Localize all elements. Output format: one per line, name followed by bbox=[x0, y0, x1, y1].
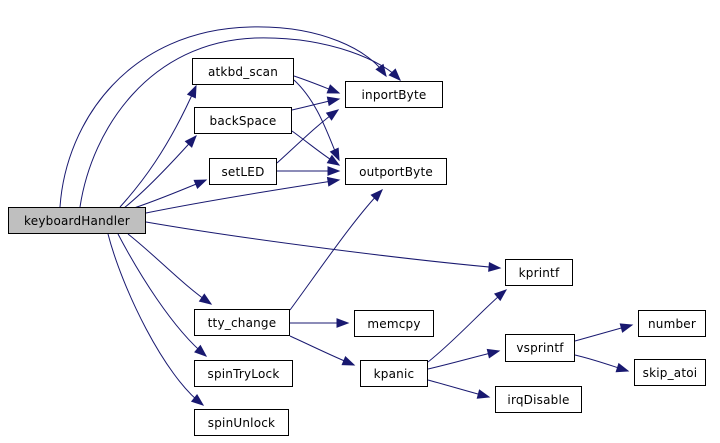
arrowhead-keyboardHandler-to-spinUnlock bbox=[190, 393, 205, 406]
node-inportByte[interactable]: inportByte bbox=[345, 81, 443, 108]
node-keyboardHandler[interactable]: keyboardHandler bbox=[8, 207, 146, 234]
edge-keyboardHandler-to-tty_change bbox=[127, 233, 212, 305]
arrowhead-keyboardHandler-to-tty_change bbox=[198, 293, 213, 305]
node-label: keyboardHandler bbox=[24, 213, 130, 228]
node-label: tty_change bbox=[207, 315, 277, 330]
arrowhead-keyboardHandler-to-outportByte bbox=[326, 176, 341, 187]
node-label: spinTryLock bbox=[207, 366, 280, 381]
node-label: irqDisable bbox=[507, 392, 570, 407]
node-label: inportByte bbox=[361, 87, 427, 102]
edge-keyboardHandler-to-inportByte bbox=[59, 26, 387, 208]
node-setLED[interactable]: setLED bbox=[209, 158, 277, 185]
node-kprintf[interactable]: kprintf bbox=[505, 259, 573, 286]
arrowhead-tty_change-to-memcpy bbox=[336, 318, 350, 328]
node-skip_atoi[interactable]: skip_atoi bbox=[634, 359, 706, 386]
arrowhead-atkbd_scan-to-outportByte bbox=[329, 147, 340, 162]
arrowhead-backSpace-to-outportByte bbox=[326, 154, 341, 166]
node-label: vsprintf bbox=[516, 341, 564, 355]
arrowhead-keyboardHandler-to-backSpace bbox=[184, 134, 197, 148]
node-label: kpanic bbox=[373, 366, 415, 381]
arrowhead-kpanic-to-irqDisable bbox=[476, 389, 491, 399]
node-irqDisable[interactable]: irqDisable bbox=[495, 386, 582, 413]
node-memcpy[interactable]: memcpy bbox=[354, 310, 434, 337]
edge-keyboardHandler-to-kprintf bbox=[145, 221, 501, 269]
arrowhead-vsprintf-to-number bbox=[619, 323, 634, 333]
arrowhead-tty_change-to-outportByte bbox=[370, 188, 383, 202]
arrowhead-setLED-to-inportByte bbox=[325, 109, 340, 121]
edge-keyboardHandler-to-backSpace bbox=[123, 135, 197, 209]
arrowhead-kpanic-to-vsprintf bbox=[486, 348, 501, 359]
arrowhead-setLED-to-outportByte bbox=[327, 166, 341, 176]
node-number[interactable]: number bbox=[638, 310, 706, 337]
arrowhead-keyboardHandler-to-setLED bbox=[193, 179, 208, 189]
arrowhead-keyboardHandler-to-inportByte bbox=[375, 63, 387, 78]
node-backSpace[interactable]: backSpace bbox=[194, 107, 292, 134]
edge-tty_change-to-outportByte bbox=[289, 189, 383, 311]
arrowhead-keyboardHandler-to-atkbd_scan bbox=[186, 84, 197, 99]
arrowhead-kpanic-to-kprintf bbox=[494, 289, 508, 302]
arrowhead-vsprintf-to-skip_atoi bbox=[615, 362, 630, 373]
node-label: skip_atoi bbox=[642, 365, 698, 380]
node-tty_change[interactable]: tty_change bbox=[194, 309, 290, 336]
node-label: outportByte bbox=[359, 164, 433, 179]
node-label: setLED bbox=[221, 164, 265, 179]
edge-keyboardHandler-to-spinUnlock bbox=[107, 233, 204, 406]
node-kpanic[interactable]: kpanic bbox=[360, 360, 428, 387]
arrowhead-atkbd_scan-to-inportByte bbox=[326, 84, 341, 94]
edge-keyboardHandler-to-spinTryLock bbox=[117, 233, 207, 357]
node-label: atkbd_scan bbox=[207, 64, 279, 79]
node-label: kprintf bbox=[518, 265, 560, 280]
edge-keyboardHandler-to-outportByte bbox=[145, 179, 340, 214]
node-spinTryLock[interactable]: spinTryLock bbox=[194, 360, 293, 387]
edge-keyboardHandler-to-atkbd_scan bbox=[119, 85, 197, 208]
node-label: number bbox=[647, 316, 697, 331]
node-outportByte[interactable]: outportByte bbox=[345, 158, 447, 185]
arrowhead-tty_change-to-kpanic bbox=[341, 356, 356, 366]
node-label: spinUnlock bbox=[207, 415, 276, 430]
arrowhead-keyboardHandler-to-inportByte bbox=[388, 68, 401, 82]
arrowhead-keyboardHandler-to-spinTryLock bbox=[194, 344, 208, 357]
node-spinUnlock[interactable]: spinUnlock bbox=[194, 409, 289, 436]
edge-keyboardHandler-to-inportByte bbox=[79, 37, 401, 208]
arrowhead-keyboardHandler-to-kprintf bbox=[488, 262, 502, 272]
arrowhead-backSpace-to-inportByte bbox=[326, 96, 341, 107]
node-label: memcpy bbox=[367, 316, 421, 331]
node-atkbd_scan[interactable]: atkbd_scan bbox=[192, 58, 294, 85]
node-vsprintf[interactable]: vsprintf bbox=[505, 334, 575, 362]
node-label: backSpace bbox=[209, 113, 277, 128]
